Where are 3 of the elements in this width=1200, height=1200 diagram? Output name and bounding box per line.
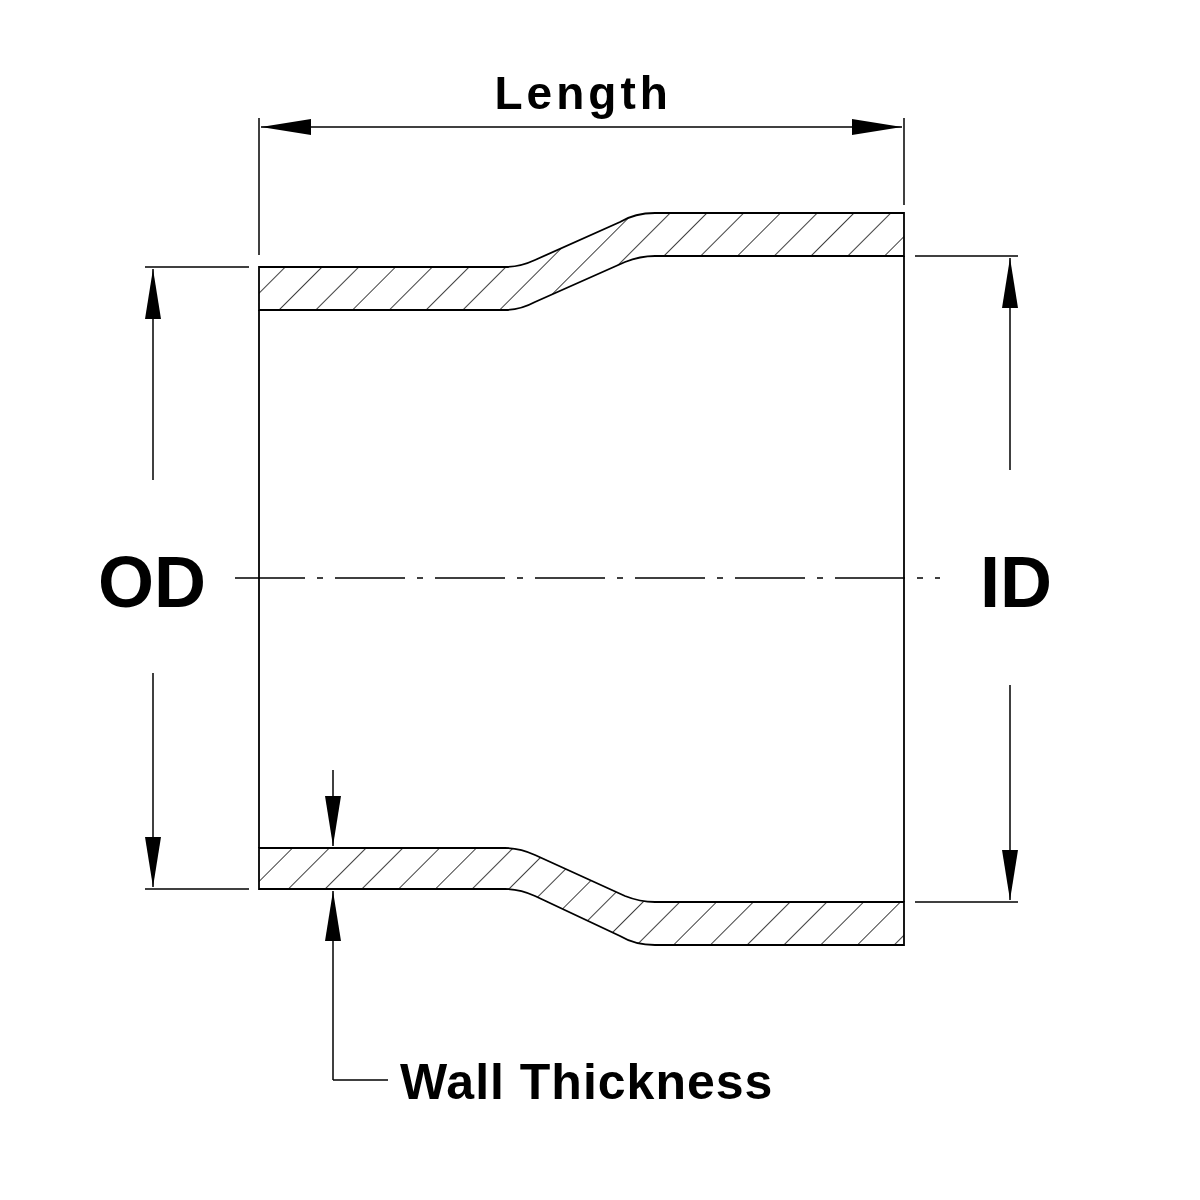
dimension-label: ID: [980, 546, 1052, 618]
dimension-label: OD: [98, 546, 206, 618]
dimension-label: Wall Thickness: [400, 1057, 774, 1107]
